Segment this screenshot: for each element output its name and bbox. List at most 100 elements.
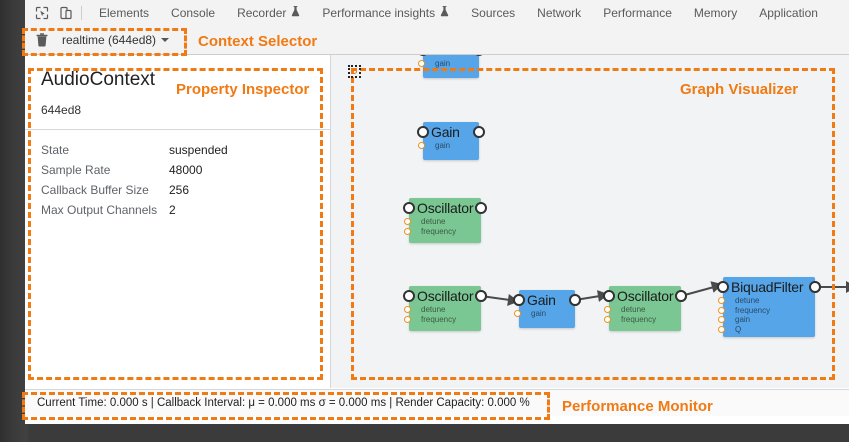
param-label: frequency: [421, 226, 457, 236]
graph-node-param[interactable]: frequency: [718, 305, 815, 316]
graph-node-output-port[interactable]: [475, 290, 487, 302]
graph-node-output-port[interactable]: [675, 290, 687, 302]
context-selector-dropdown[interactable]: realtime (644ed8): [58, 31, 173, 49]
experiment-flask-icon: [291, 0, 300, 26]
param-port-icon[interactable]: [404, 306, 411, 313]
graph-node-output-port[interactable]: [473, 126, 485, 138]
param-port-icon[interactable]: [718, 316, 725, 323]
param-port-icon[interactable]: [604, 315, 611, 323]
graph-node-param[interactable]: gain: [514, 309, 575, 319]
tab-sources[interactable]: Sources: [460, 0, 526, 26]
tab-performance-insights[interactable]: Performance insights: [311, 0, 460, 26]
tab-console[interactable]: Console: [160, 0, 226, 26]
graph-node-param[interactable]: detune: [404, 217, 481, 227]
tab-network[interactable]: Network: [526, 0, 592, 26]
graph-node-output-port[interactable]: [475, 202, 487, 214]
property-key: Sample Rate: [41, 163, 111, 177]
context-type-title: AudioContext: [41, 69, 156, 90]
context-id: 644ed8: [41, 103, 82, 117]
graph-node-param[interactable]: gain: [718, 315, 815, 325]
graph-node-input-port[interactable]: [403, 290, 415, 302]
tab-elements[interactable]: Elements: [88, 0, 160, 26]
graph-node-param[interactable]: detune: [404, 305, 481, 315]
table-row: Callback Buffer Size 256: [41, 180, 228, 200]
param-port-icon[interactable]: [604, 306, 611, 313]
param-port-icon[interactable]: [514, 310, 521, 317]
performance-monitor-text: Current Time: 0.000 s | Callback Interva…: [37, 397, 530, 409]
graph-node-input-port[interactable]: [403, 202, 415, 214]
graph-node-input-port[interactable]: [513, 294, 525, 306]
property-key: State: [41, 143, 70, 157]
tab-label: Performance insights: [322, 6, 436, 20]
param-port-icon[interactable]: [404, 218, 411, 225]
graph-node-param[interactable]: frequency: [604, 315, 681, 325]
annotation-label-context-selector: Context Selector: [198, 33, 318, 50]
table-row: State suspended: [41, 140, 228, 160]
device-toolbar-icon[interactable]: [54, 2, 78, 24]
webaudio-body: AudioContext 644ed8 State suspended Samp…: [25, 55, 849, 388]
graph-node-title: BiquadFilter: [731, 279, 804, 295]
property-key: Callback Buffer Size: [41, 183, 149, 197]
graph-node-params: gain: [418, 140, 479, 154]
graph-node-param[interactable]: frequency: [404, 226, 481, 237]
param-port-icon[interactable]: [404, 227, 411, 235]
webaudio-toolbar: realtime (644ed8): [25, 26, 849, 55]
inspect-element-icon[interactable]: [30, 2, 54, 24]
tab-label: Recorder: [237, 6, 287, 20]
graph-node-title: Gain: [431, 124, 460, 140]
param-label: gain: [435, 59, 451, 68]
property-value: 2: [169, 203, 176, 217]
graph-node-param[interactable]: detune: [718, 296, 815, 306]
graph-node-title: Oscillator: [417, 200, 474, 216]
graph-node-input-port[interactable]: [717, 281, 729, 293]
tab-performance[interactable]: Performance: [592, 0, 683, 26]
param-port-icon[interactable]: [404, 315, 411, 323]
graph-node-title: Oscillator: [617, 288, 674, 304]
param-label: frequency: [421, 314, 457, 324]
graph-node-param[interactable]: detune: [604, 305, 681, 315]
graph-node-param[interactable]: Q: [718, 325, 815, 335]
tab-label: Application: [759, 6, 818, 20]
chevron-down-icon: [161, 38, 170, 42]
tab-application[interactable]: Application: [748, 0, 829, 26]
graph-node-output-port[interactable]: [569, 294, 581, 306]
param-port-icon[interactable]: [718, 297, 725, 304]
tab-recorder[interactable]: Recorder: [226, 0, 311, 26]
experiment-flask-icon: [440, 0, 449, 26]
param-label: gain: [435, 141, 451, 150]
graph-node-output-port[interactable]: [809, 281, 821, 293]
property-value: 256: [169, 183, 190, 197]
graph-node-input-port[interactable]: [417, 126, 429, 138]
tab-memory[interactable]: Memory: [683, 0, 748, 26]
annotation-label-property-inspector: Property Inspector: [176, 81, 310, 98]
graph-node-params: gain: [514, 308, 575, 322]
divider: [25, 129, 330, 130]
graph-visualizer-canvas[interactable]: GaingainGaingainOscillatordetunefrequenc…: [331, 55, 849, 388]
table-row: Max Output Channels 2: [41, 200, 228, 220]
graph-node-title: Gain: [423, 55, 479, 58]
graph-node-param[interactable]: frequency: [404, 314, 481, 325]
param-port-icon[interactable]: [418, 60, 425, 67]
tab-label: Memory: [693, 6, 738, 20]
tab-label: Performance: [603, 6, 672, 20]
param-label: detune: [621, 305, 646, 314]
trash-icon[interactable]: [29, 28, 55, 52]
graph-node-param[interactable]: gain: [418, 141, 479, 151]
param-port-icon[interactable]: [718, 325, 725, 333]
graph-node-input-port[interactable]: [603, 290, 615, 302]
graph-node-param[interactable]: gain: [418, 59, 479, 69]
param-port-icon[interactable]: [418, 142, 425, 149]
devtools-tab-bar: Elements Console Recorder Performance in…: [25, 0, 849, 27]
annotation-label-graph-visualizer: Graph Visualizer: [680, 81, 799, 98]
param-label: frequency: [735, 305, 771, 315]
param-port-icon[interactable]: [718, 306, 725, 314]
